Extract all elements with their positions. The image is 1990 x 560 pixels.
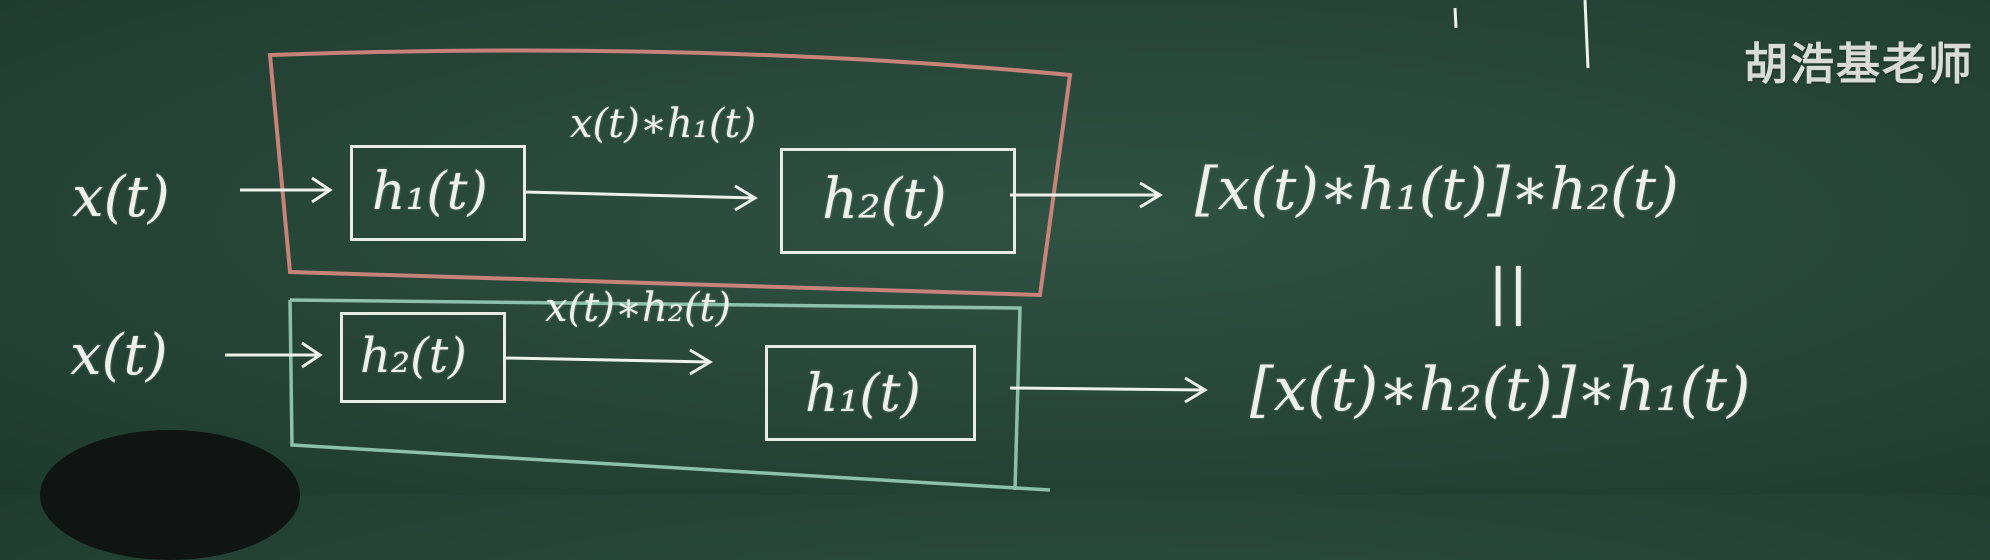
row2-input: x(t) xyxy=(70,323,168,388)
equal-sign: || xyxy=(1488,257,1529,327)
green-group-outline xyxy=(288,298,1051,492)
lecturer-head-silhouette xyxy=(40,430,300,560)
row2-output: [x(t)∗h₂(t)]∗h₁(t) xyxy=(1250,355,1751,425)
row1-block1-label: h₁(t) xyxy=(372,162,488,222)
row1-arrows xyxy=(240,176,1163,212)
row2-block2 xyxy=(765,345,976,441)
chalk-mark xyxy=(1583,0,1590,69)
chalk-mark xyxy=(1453,7,1458,29)
row1-block1 xyxy=(350,145,526,241)
row1-block2-label: h₂(t) xyxy=(822,167,947,232)
row2-input-arrow xyxy=(225,341,323,369)
row1-output: [x(t)∗h₁(t)]∗h₂(t) xyxy=(1195,155,1679,223)
red-group-outline xyxy=(267,48,1073,298)
row1-input: x(t) xyxy=(72,165,170,230)
row2-mid-label: x(t)∗h₂(t) xyxy=(545,285,732,331)
row1-input-arrow xyxy=(240,176,333,204)
row1-mid-arrow xyxy=(524,184,758,212)
row2-block2-label: h₁(t) xyxy=(805,364,921,424)
row2-block1 xyxy=(340,312,506,403)
row1-block2 xyxy=(780,148,1016,254)
row2-output-arrow xyxy=(1009,376,1208,404)
row2-mid-arrow xyxy=(504,348,713,376)
watermark: 胡浩基老师 xyxy=(1744,39,1974,90)
row2-arrows xyxy=(225,341,1208,404)
chalkboard: x(t) h₁(t) x(t)∗h₁(t) h₂(t) [x(t)∗h₁(t)]… xyxy=(40,0,1974,560)
row2-block1-label: h₂(t) xyxy=(360,328,467,384)
chalk-lines xyxy=(225,0,1590,492)
row1-output-arrow xyxy=(1010,181,1163,209)
row1-mid-label: x(t)∗h₁(t) xyxy=(570,101,757,147)
